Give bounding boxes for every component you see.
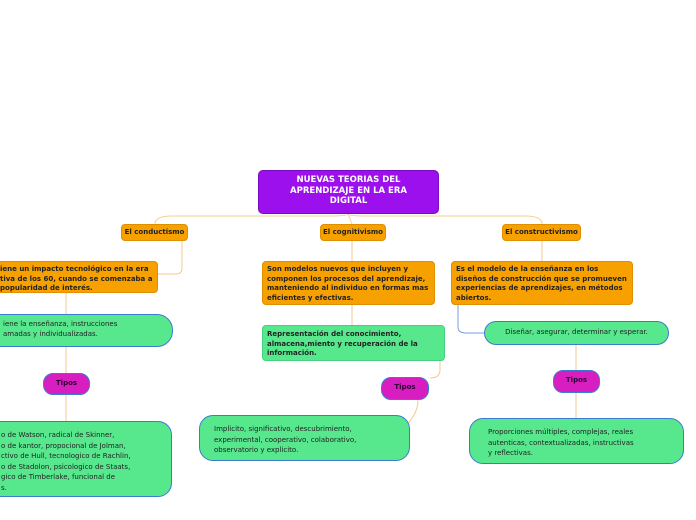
conductismo-tipos-text[interactable]: o de Watson, radical de Skinner, o de ka… [0,421,172,497]
constructivismo-tipos[interactable]: Tipos [553,370,600,393]
constructivismo-tipos-text[interactable]: Proporciones múltiples, complejas, reale… [469,418,684,464]
branch-conductismo[interactable]: El conductismo [121,224,188,241]
connector-constructivismo-detail [457,305,484,334]
constructivismo-detail[interactable]: Diseñar, asegurar, determinar y esperar. [484,321,669,345]
cognitivismo-description[interactable]: Son modelos nuevos que incluyen y compon… [262,261,435,305]
branch-cognitivismo[interactable]: El cognitivismo [320,224,386,241]
connector-root-cognitivismo [347,213,353,225]
connector-root-constructivismo [347,213,543,225]
connector-cognitivismo-tipos [429,361,441,379]
constructivismo-description[interactable]: Es el modelo de la enseñanza en los dise… [451,261,633,305]
cognitivismo-detail[interactable]: Representación del conocimiento, almacen… [262,325,445,361]
conductismo-tipos[interactable]: Tipos [43,373,90,395]
connector-root-conductismo [154,213,349,225]
root-topic[interactable]: NUEVAS TEORIAS DEL APRENDIZAJE EN LA ERA… [258,170,439,214]
branch-constructivismo[interactable]: El constructivismo [502,224,581,241]
cognitivismo-tipos-text[interactable]: Implicito, significativo, descubrimiento… [199,415,410,461]
conductismo-detail[interactable]: iene la enseñanza, instrucciones amadas … [0,314,173,347]
cognitivismo-tipos[interactable]: Tipos [381,377,429,400]
conductismo-description[interactable]: iene un impacto tecnológico en la era ti… [0,261,158,293]
connector-cognitivismo-tipos-text [407,399,419,425]
connector-conductismo-description [158,241,183,275]
